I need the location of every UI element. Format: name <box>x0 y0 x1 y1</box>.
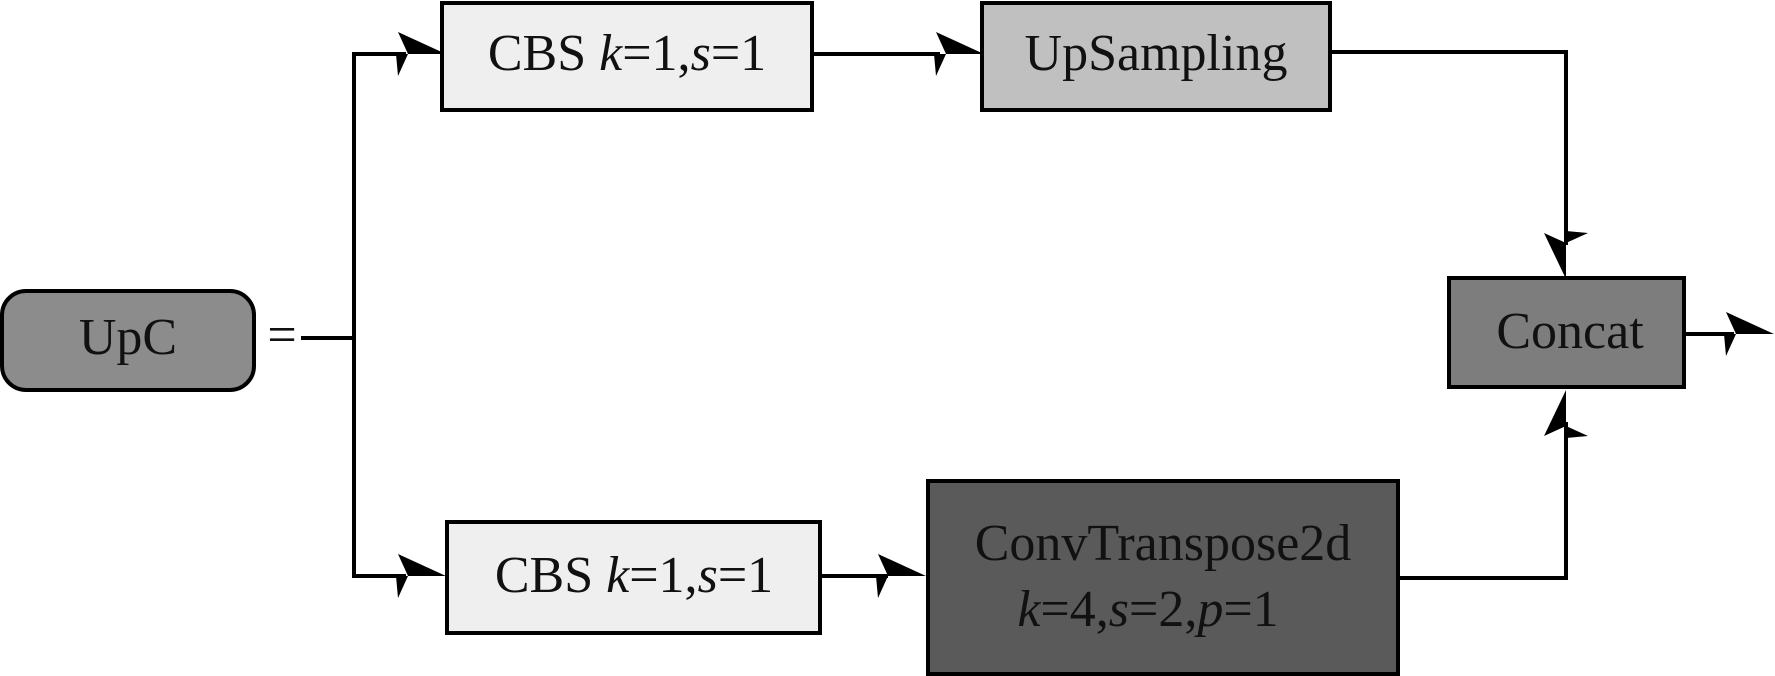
arrowhead-down-icon <box>1544 231 1588 279</box>
upsampling-block-box <box>980 1 1332 112</box>
upc-node-box <box>0 289 256 392</box>
cbs-block-top-box <box>440 1 814 112</box>
cbs-block-bottom-label: CBS k=1,s=1 <box>495 547 773 604</box>
cbs-block-top: CBS k=1,s=1 <box>440 1 814 112</box>
convtranspose-block: ConvTranspose2d k=4,s=2,p=1 <box>926 479 1400 676</box>
concat-label: Concat <box>1496 303 1644 360</box>
arrowhead-right-icon <box>396 554 446 598</box>
cbs-block-top-label: CBS k=1,s=1 <box>488 25 766 82</box>
arrowhead-up-icon <box>1544 390 1588 438</box>
arrowhead-right-icon <box>396 32 446 76</box>
cbs-block-bottom: CBS k=1,s=1 <box>445 520 822 635</box>
arrowheads <box>396 32 1774 598</box>
convtranspose-block-box <box>926 479 1400 676</box>
wire-convtranspose-to-concat <box>1398 422 1568 580</box>
arrowhead-right-icon <box>876 554 926 598</box>
arrowhead-right-icon <box>934 32 984 76</box>
cbs-block-bottom-box <box>445 520 822 635</box>
upsampling-label: UpSampling <box>1025 25 1288 82</box>
convtranspose-params: k=4,s=2,p=1 <box>1017 581 1278 638</box>
upsampling-block: UpSampling <box>980 1 1332 112</box>
convtranspose-title: ConvTranspose2d <box>975 515 1352 572</box>
upc-node: UpC <box>0 289 256 392</box>
concat-block-box <box>1447 276 1686 389</box>
connectors <box>301 50 1734 580</box>
upc-label: UpC <box>79 309 177 366</box>
arrowhead-right-icon <box>1724 312 1774 356</box>
wire-upsampling-to-concat <box>1330 50 1568 245</box>
concat-block: Concat <box>1447 276 1686 389</box>
equals-sign: = <box>267 307 296 364</box>
